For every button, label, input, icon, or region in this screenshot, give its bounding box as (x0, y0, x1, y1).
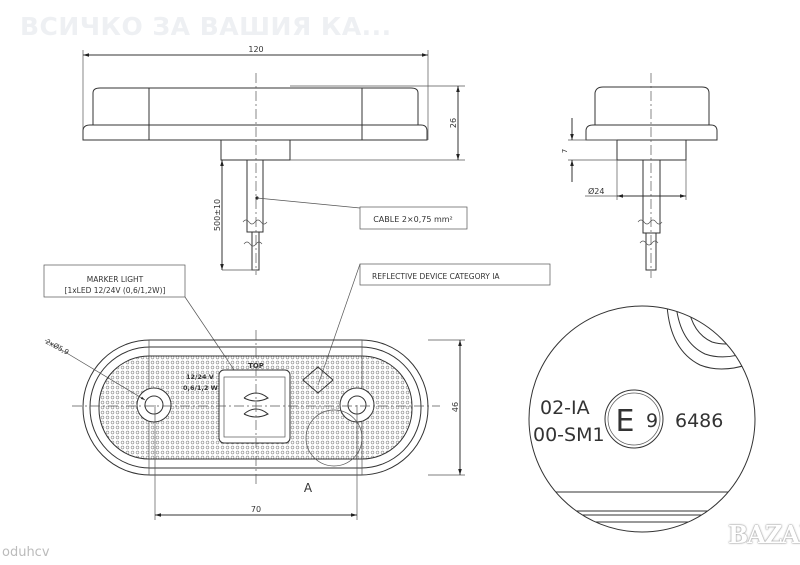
mounting-hole-left (136, 387, 172, 423)
power-mark: 0,6/1,2 W (183, 384, 218, 392)
watermark-user: oduhcv (2, 545, 50, 560)
cable-break-mark (242, 219, 268, 247)
cable-callout-box (359, 206, 468, 230)
holes-dim-label: 2xØ5,9 (44, 338, 70, 357)
lamp-stem (220, 139, 291, 161)
detail-a-view: 02-IA 00-SM1 E 9 6486 (528, 305, 756, 533)
diameter-dim-label: Ø24 (588, 186, 604, 196)
marker-callout-line1: MARKER LIGHT (87, 275, 144, 284)
led-window (218, 369, 291, 444)
lamp-outer-housing (82, 339, 429, 476)
led-icon (243, 392, 269, 418)
detail-a-circle (305, 409, 363, 467)
width-dim-label: 120 (248, 45, 263, 54)
cable-callout-label: CABLE 2×0,75 mm² (373, 215, 453, 224)
hole-spacing-dim-label: 70 (251, 505, 261, 514)
watermark-title: ВСИЧКО ЗА ВАШИЯ КА... (20, 12, 392, 41)
voltage-mark: 12/24 V (186, 373, 214, 381)
e-mark-country: 9 (646, 410, 658, 432)
bazar-logo: BAZAR (728, 520, 800, 549)
side-view: 7 Ø24 (561, 73, 718, 278)
detail-code-line2: 00-SM1 (533, 424, 605, 446)
top-view: 120 26 500±10 CABLE 2×0,75 mm² (82, 45, 468, 275)
detail-code-line1: 02-IA (540, 397, 590, 419)
marker-light-callout-box (43, 264, 186, 298)
reflective-category-mark (302, 366, 334, 394)
reflective-callout-box (359, 263, 551, 286)
cable-length-dim-label: 500±10 (213, 199, 222, 231)
height-dim-label: 26 (449, 118, 458, 128)
front-view: MARKER LIGHT [1xLED 12/24V (0,6/1,2W)] R… (43, 263, 551, 520)
lamp-dome (92, 87, 419, 125)
lamp-flange (82, 124, 428, 141)
flange-dim-label: 7 (561, 149, 569, 153)
approval-number: 6486 (675, 410, 723, 432)
marker-callout-line2: [1xLED 12/24V (0,6/1,2W)] (65, 286, 166, 295)
front-height-dim-label: 46 (451, 402, 460, 412)
e-mark-letter: E (616, 404, 635, 439)
detail-ref-label: A (304, 481, 313, 495)
reflective-callout-label: REFLECTIVE DEVICE CATEGORY IA (372, 272, 500, 281)
e-mark-circle (604, 389, 664, 449)
